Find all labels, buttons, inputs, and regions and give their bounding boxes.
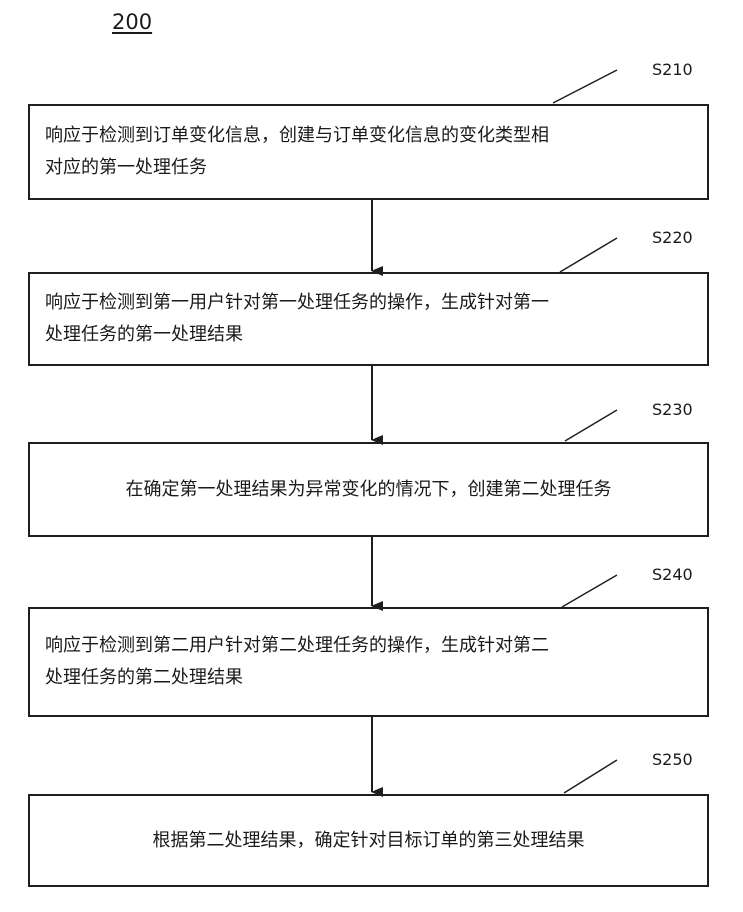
step-text-s220: 响应于检测到第一用户针对第一处理任务的操作，生成针对第一 处理任务的第一处理结果 [30,287,567,351]
step-text-s240: 响应于检测到第二用户针对第二处理任务的操作，生成针对第二 处理任务的第二处理结果 [30,630,567,694]
step-text-s230: 在确定第一处理结果为异常变化的情况下，创建第二处理任务 [30,474,707,506]
step-box-s250: 根据第二处理结果，确定针对目标订单的第三处理结果 [28,794,709,887]
step-label-s220: S220 [652,229,693,247]
leader-line-s240 [562,575,617,607]
step-box-s230: 在确定第一处理结果为异常变化的情况下，创建第二处理任务 [28,442,709,537]
leader-line-s250 [564,760,617,793]
leader-line-s220 [560,238,617,272]
step-label-s210: S210 [652,61,693,79]
step-box-s240: 响应于检测到第二用户针对第二处理任务的操作，生成针对第二 处理任务的第二处理结果 [28,607,709,717]
step-text-s210: 响应于检测到订单变化信息，创建与订单变化信息的变化类型相 对应的第一处理任务 [30,120,567,184]
step-label-s230: S230 [652,401,693,419]
step-text-s250: 根据第二处理结果，确定针对目标订单的第三处理结果 [30,825,707,857]
leader-line-s230 [565,410,617,441]
step-label-s250: S250 [652,751,693,769]
leader-line-s210 [553,70,617,103]
step-label-s240: S240 [652,566,693,584]
step-box-s210: 响应于检测到订单变化信息，创建与订单变化信息的变化类型相 对应的第一处理任务 [28,104,709,200]
step-box-s220: 响应于检测到第一用户针对第一处理任务的操作，生成针对第一 处理任务的第一处理结果 [28,272,709,366]
